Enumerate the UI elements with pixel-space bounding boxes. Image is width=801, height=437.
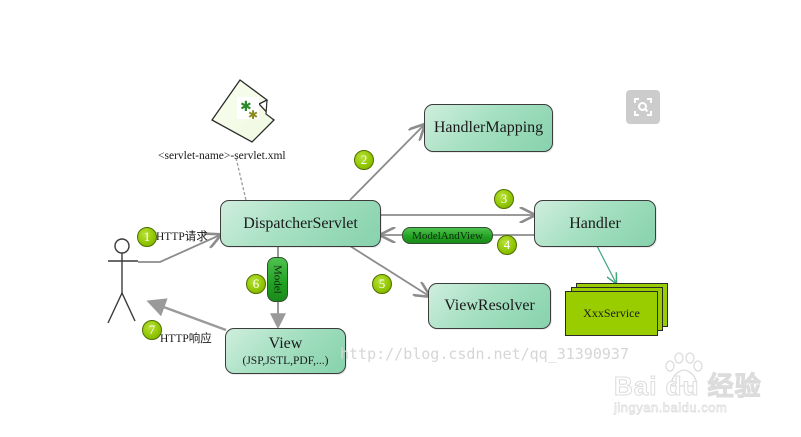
step-7-badge: 7 [142,320,162,340]
svg-text:✱: ✱ [248,108,258,122]
svg-text:✱: ✱ [240,99,252,115]
arrow-step-1 [138,235,220,263]
dispatcher-servlet-node[interactable]: DispatcherServlet [220,200,381,247]
dispatcher-servlet-title: DispatcherServlet [243,214,358,232]
step-4-badge: 4 [497,235,517,255]
handler-title: Handler [569,214,621,232]
arrow-step-7 [146,298,227,332]
arrow-step-2 [349,125,424,201]
baidu-domain-label: jingyan.baidu.com [614,400,728,416]
view-resolver-title: ViewResolver [444,297,535,314]
view-node[interactable]: View (JSP,JSTL,PDF,...) [225,328,346,374]
user-stick-figure-icon [107,238,138,324]
service-link [596,245,616,283]
handler-mapping-node[interactable]: HandlerMapping [424,104,553,152]
image-search-icon [634,98,652,116]
service-title: XxxService [583,306,640,320]
view-title: View [268,334,303,352]
model-and-view-pill: ModelAndView [402,227,493,244]
view-subtitle: (JSP,JSTL,PDF,...) [242,354,329,367]
image-search-button[interactable] [626,90,660,124]
view-resolver-node[interactable]: ViewResolver [428,283,551,329]
service-node[interactable] [565,291,658,336]
config-link [235,157,247,201]
step-5-badge: 5 [372,274,392,294]
baidu-brand-logo: Bai du 经验 [614,371,762,402]
handler-node[interactable]: Handler [534,200,656,247]
step-1-badge: 1 [137,227,157,247]
step-3-badge: 3 [494,189,514,209]
baidu-paw-icon [665,352,703,387]
arrow-step-5 [349,245,429,296]
csdn-watermark: http://blog.csdn.net/qq_31390937 [340,345,629,363]
xml-document-icon: ✱ ✱ [211,79,275,143]
config-file-label: <servlet-name>-servlet.xml [158,150,286,162]
handler-mapping-title: HandlerMapping [433,119,544,136]
step-6-badge: 6 [246,274,266,294]
model-pill: Model [267,257,288,302]
http-response-label: HTTP响应 [160,333,212,345]
http-request-label: HTTP请求 [156,231,208,243]
step-2-badge: 2 [354,150,374,170]
